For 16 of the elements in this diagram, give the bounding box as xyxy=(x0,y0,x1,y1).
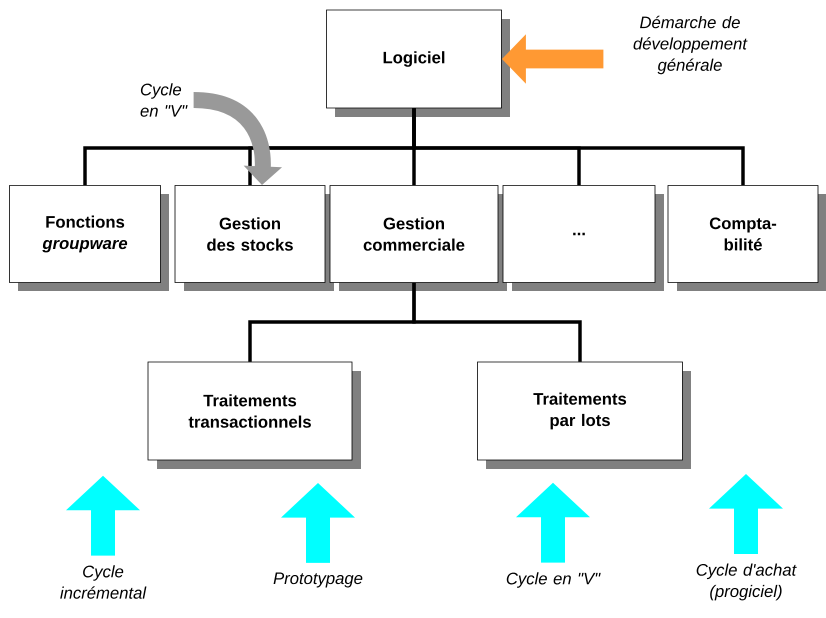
caption-text: Cycle en "V" xyxy=(140,83,188,117)
caption-text: Cycle incrémental xyxy=(60,565,146,599)
tree-connector xyxy=(412,282,582,362)
caption-text: Démarche de développement générale xyxy=(634,16,748,74)
process-box: Gestion commerciale xyxy=(330,185,507,291)
process-box: ... xyxy=(502,185,664,291)
process-box: Logiciel xyxy=(326,10,510,117)
process-box: Gestion des stocks xyxy=(174,185,334,291)
process-box: Traitements transactionnels xyxy=(148,362,361,469)
process-box: Fonctions groupware xyxy=(9,185,169,291)
process-box: Compta-bilité xyxy=(668,185,826,291)
caption-text: Cycle en "V" xyxy=(506,572,601,588)
tree-connector xyxy=(412,108,745,186)
caption-text: Prototypage xyxy=(274,572,362,588)
caption-text: Cycle d'achat (progiciel) xyxy=(696,564,797,600)
process-box: Traitements par lots xyxy=(477,362,691,469)
